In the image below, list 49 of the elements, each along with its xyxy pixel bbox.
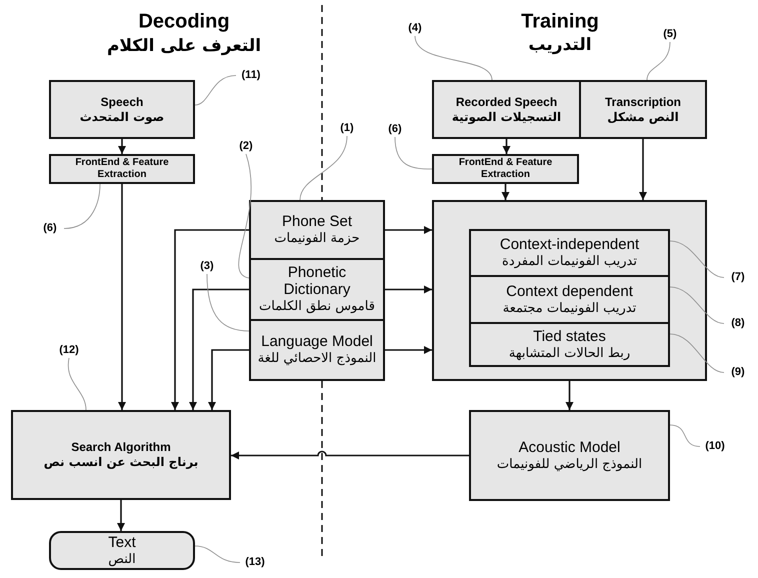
callout-number: (11) — [236, 68, 266, 83]
callout-number: (5) — [656, 27, 684, 42]
leader-line — [238, 154, 252, 278]
callout-number: (13) — [240, 555, 270, 570]
arrow — [502, 139, 510, 154]
callout-number: (8) — [724, 316, 752, 331]
process-box: FrontEnd & Feature Extraction — [432, 154, 579, 184]
heading: Training — [521, 10, 599, 34]
arrow — [208, 349, 249, 410]
arrow — [385, 286, 432, 294]
callout-number: (2) — [232, 139, 260, 154]
heading: Decoding — [138, 10, 230, 34]
callout-number: (7) — [724, 270, 752, 285]
leader-line — [414, 36, 492, 80]
callout-number: (12) — [54, 343, 84, 358]
arrow — [189, 288, 249, 410]
leader-line — [394, 136, 432, 170]
leader-line — [670, 240, 724, 278]
callout-number: (10) — [700, 439, 730, 454]
leader-line — [194, 546, 240, 563]
leader-line — [194, 75, 236, 106]
leader-line — [670, 286, 724, 324]
arrow — [502, 184, 510, 200]
leader-line — [206, 274, 250, 332]
leader-line — [64, 184, 100, 229]
arrow — [385, 346, 432, 354]
arrow — [171, 229, 249, 410]
arrow — [118, 139, 126, 154]
callout-number: (6) — [36, 221, 64, 236]
process-box: FrontEnd & Feature Extraction — [49, 154, 195, 184]
callout-number: (9) — [724, 365, 752, 380]
arrow — [118, 184, 126, 410]
arrow — [231, 450, 469, 460]
container-box — [432, 200, 707, 381]
leader-line — [300, 136, 348, 200]
leader-line — [68, 358, 86, 410]
callout-number: (3) — [193, 259, 221, 274]
callout-number: (6) — [381, 122, 409, 137]
arrow — [117, 500, 125, 531]
leader-line — [670, 424, 700, 447]
arrow — [566, 381, 574, 410]
arrow — [639, 139, 647, 200]
arrow — [385, 226, 432, 234]
callout-number: (1) — [333, 121, 361, 136]
callout-number: (4) — [401, 21, 429, 36]
leader-line — [646, 42, 670, 80]
leader-line — [670, 334, 724, 373]
heading: التعرف على الكلام — [106, 36, 262, 56]
heading: التدريب — [528, 35, 592, 55]
